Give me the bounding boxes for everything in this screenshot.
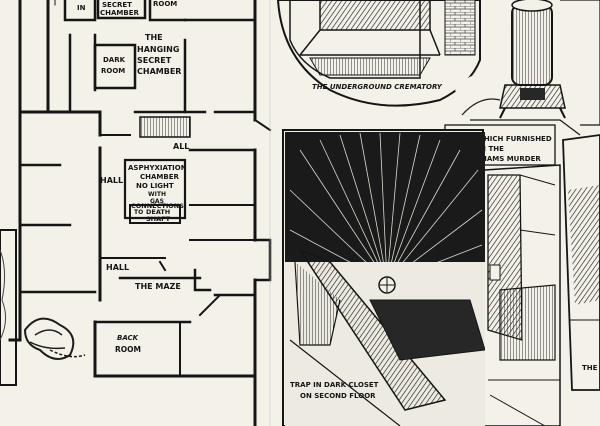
label-connections: CONNECTIONS (131, 202, 184, 210)
caption-trap-1: TRAP IN DARK CLOSET (290, 381, 379, 389)
label-in: IN (77, 4, 86, 12)
trap-vignette: TRAP IN DARK CLOSET ON SECOND FLOOR (282, 129, 486, 426)
label-chamber: CHAMBER (137, 67, 181, 76)
label-with: WITH (148, 191, 166, 198)
caption-partial-the: THE (582, 364, 598, 372)
label-gas: GAS (150, 198, 164, 205)
label-death: DEATH (146, 208, 170, 216)
label-asphyxiation: ASPHYXIATION (128, 164, 187, 172)
label-the-maze: THE MAZE (135, 282, 181, 291)
door-vignette (484, 164, 561, 426)
far-right-vignette: THE (562, 134, 600, 391)
left-edge-sketches (0, 229, 86, 386)
caption-trap-2: ON SECOND FLOOR (300, 392, 376, 400)
label-hall-left: HALL (100, 176, 123, 185)
label-asph-chamber: CHAMBER (140, 173, 179, 181)
caption-stove-1: STOVE WHICH FURNISHED (448, 135, 552, 143)
label-hanging: HANGING (137, 45, 179, 54)
label-hall-top: ALL (173, 142, 189, 151)
label-no-light: NO LIGHT (136, 182, 174, 190)
label-hall-bottom: HALL (106, 263, 129, 272)
label-back-room: ROOM (115, 345, 141, 354)
label-the: THE (145, 33, 163, 42)
label-shaft: SHAFT (146, 215, 171, 223)
label-secret-top: SECRET (102, 1, 132, 9)
crematory-vignette: THE UNDERGROUND CREMATORY (276, 0, 481, 107)
label-dark-room: ROOM (101, 67, 125, 75)
floor-plan-labels: IN SECRET CHAMBER ROOM THE HANGING SECRE… (77, 0, 189, 354)
caption-crematory: THE UNDERGROUND CREMATORY (312, 83, 443, 91)
label-back: BACK (117, 334, 139, 342)
caption-stove-3: WILLIAMS MURDER (465, 155, 541, 163)
floor-plan (8, 0, 272, 426)
label-chamber-top: CHAMBER (100, 9, 139, 17)
label-secret: SECRET (137, 56, 172, 65)
label-to: TO (134, 209, 143, 216)
label-room-top: ROOM (153, 0, 177, 8)
label-dark: DARK (103, 56, 126, 64)
